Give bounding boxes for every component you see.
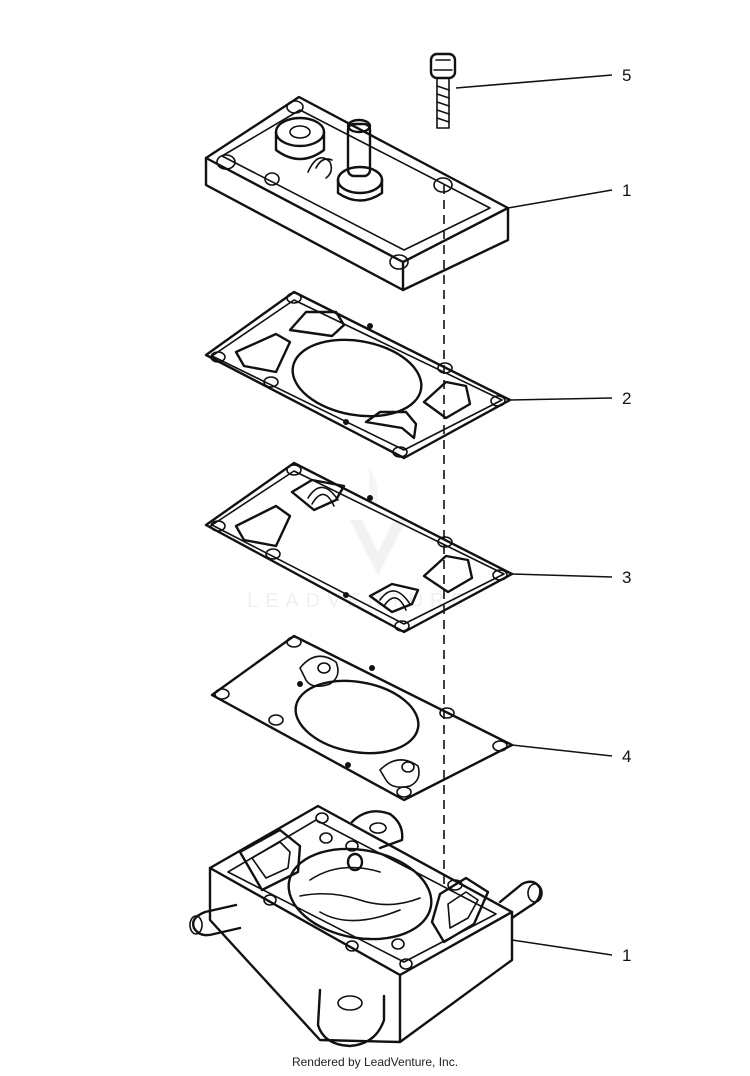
- watermark-text: LEADVENTURE: [247, 590, 472, 612]
- leader-lines: [455, 74, 613, 956]
- screw-part-5: [429, 52, 457, 129]
- callout-5: 5: [622, 66, 631, 85]
- callout-1-bottom: 1: [622, 946, 631, 965]
- watermark-logo: LEADVENTURE: [247, 468, 472, 612]
- diaphragm-part-4: [210, 634, 514, 802]
- callout-1-top: 1: [622, 181, 631, 200]
- callout-3: 3: [622, 568, 631, 587]
- footer-credit: Rendered by LeadVenture, Inc.: [291, 1055, 459, 1069]
- pump-cover-part-1: [204, 95, 510, 292]
- pump-body-part-1: [189, 804, 543, 1048]
- callout-2: 2: [622, 389, 631, 408]
- callout-4: 4: [622, 747, 631, 766]
- gasket-part-2: [204, 290, 512, 460]
